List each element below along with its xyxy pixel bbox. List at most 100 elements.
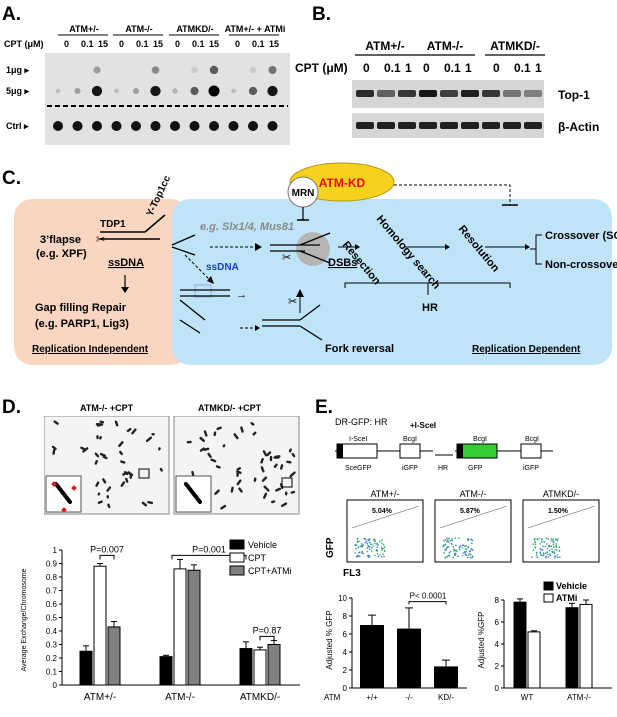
blot-dot [112, 121, 122, 131]
flow-event [367, 551, 369, 553]
flow-event [367, 543, 369, 545]
xpf-label: (e.g. XPF) [36, 248, 87, 260]
flow-event [536, 553, 538, 555]
blot-row-label: 5μg ▸ [6, 86, 30, 96]
flow-event [377, 553, 379, 555]
flow-event [542, 545, 544, 547]
flow-event [468, 554, 470, 556]
blot-dose-label: 0 [119, 39, 124, 49]
blot-dose-label: 0 [175, 39, 180, 49]
img2-title: ATMKD/- +CPT [198, 403, 261, 413]
flow-event [544, 546, 546, 548]
flow-event [539, 543, 541, 545]
flow-event [364, 538, 366, 540]
y-tick-label: 8 [343, 612, 348, 621]
rep-dep-label: Replication Dependent [472, 344, 581, 355]
western-dose-label: 0 [363, 61, 370, 75]
blot-dot [248, 121, 258, 131]
flow-event [367, 547, 369, 549]
x-axis-label: ATM [324, 693, 341, 702]
construct-site-label: I-SceI [349, 436, 367, 443]
flow-event [446, 541, 448, 543]
flow-event [543, 552, 545, 554]
flow-event [448, 541, 450, 543]
flow-event [368, 557, 370, 559]
ssdna-label: ssDNA [108, 257, 144, 269]
flow-event [361, 551, 363, 553]
hr-arrow-label: HR [438, 465, 448, 472]
flow-event [357, 539, 359, 541]
y-tick-label: 1 [53, 546, 58, 555]
gap-filling-label: Gap filling Repair [35, 302, 127, 314]
chromosome [238, 468, 240, 469]
bar [397, 629, 421, 688]
arrow-icon: → [236, 289, 247, 301]
blot-dose-label: 15 [209, 39, 219, 49]
flow-event [534, 539, 536, 541]
p-value-label: P< 0.0001 [410, 592, 447, 601]
flapse-label: 3’flapse [40, 234, 81, 246]
significance-bracket [409, 602, 446, 605]
actin-band-label: β-Actin [558, 120, 599, 134]
legend-label: ATMi [556, 593, 577, 603]
flow-event [379, 554, 381, 556]
blot-cpt-label: CPT (μM) [4, 39, 44, 49]
significance-bracket [260, 636, 274, 640]
flow-event [546, 538, 548, 540]
blot-dot [131, 121, 141, 131]
flow-event [541, 541, 543, 543]
western-dose-label: 0.1 [444, 61, 461, 75]
chromosome [262, 459, 263, 462]
flow-event [369, 548, 371, 550]
isce-label: +I-SceI [410, 421, 436, 430]
x-tick-label: ATM-/- [165, 692, 195, 703]
chromosome [101, 454, 105, 456]
y-tick-label: 4 [495, 640, 500, 649]
actin-band [524, 122, 542, 129]
blot-dose-label: 0.1 [192, 39, 205, 49]
flow-event [547, 548, 549, 550]
blot-dot [151, 121, 161, 131]
flow-event [555, 543, 557, 545]
blot-dot [210, 66, 218, 74]
blot-dose-label: 15 [269, 39, 279, 49]
blot-dot [73, 121, 83, 131]
y-tick-label: 0.6 [46, 600, 58, 609]
blot-dot [209, 86, 220, 97]
bar [528, 632, 540, 688]
flow-event [554, 549, 556, 551]
bar [240, 649, 252, 685]
flow-event [359, 556, 361, 558]
gate-percent: 5.87% [460, 508, 481, 515]
flow-event [357, 541, 359, 543]
x-tick-label: WT [521, 693, 534, 702]
promoter-box [337, 444, 343, 458]
flow-event [376, 543, 378, 545]
flow-event [451, 544, 453, 546]
flow-event [361, 545, 363, 547]
y-tick-label: 0.3 [46, 641, 58, 650]
hr-label: HR [422, 302, 438, 314]
chromosome [201, 449, 204, 451]
legend-label: CPT+ATMi [248, 566, 292, 576]
chromosome [96, 461, 97, 463]
flow-event [558, 546, 560, 548]
y-tick-label: 0.4 [46, 627, 58, 636]
x-tick-label: -/- [405, 693, 413, 702]
flow-event [549, 550, 551, 552]
flow-event [381, 539, 383, 541]
flow-event [465, 548, 467, 550]
flow-event [557, 540, 559, 542]
flow-event [552, 552, 554, 554]
flow-event [379, 541, 381, 543]
flow-event [376, 546, 378, 548]
top1-band [482, 90, 500, 97]
construct-title: DR-GFP: HR [335, 417, 388, 427]
flow-event [559, 556, 561, 558]
flow-event [556, 546, 558, 548]
flow-event [558, 550, 560, 552]
